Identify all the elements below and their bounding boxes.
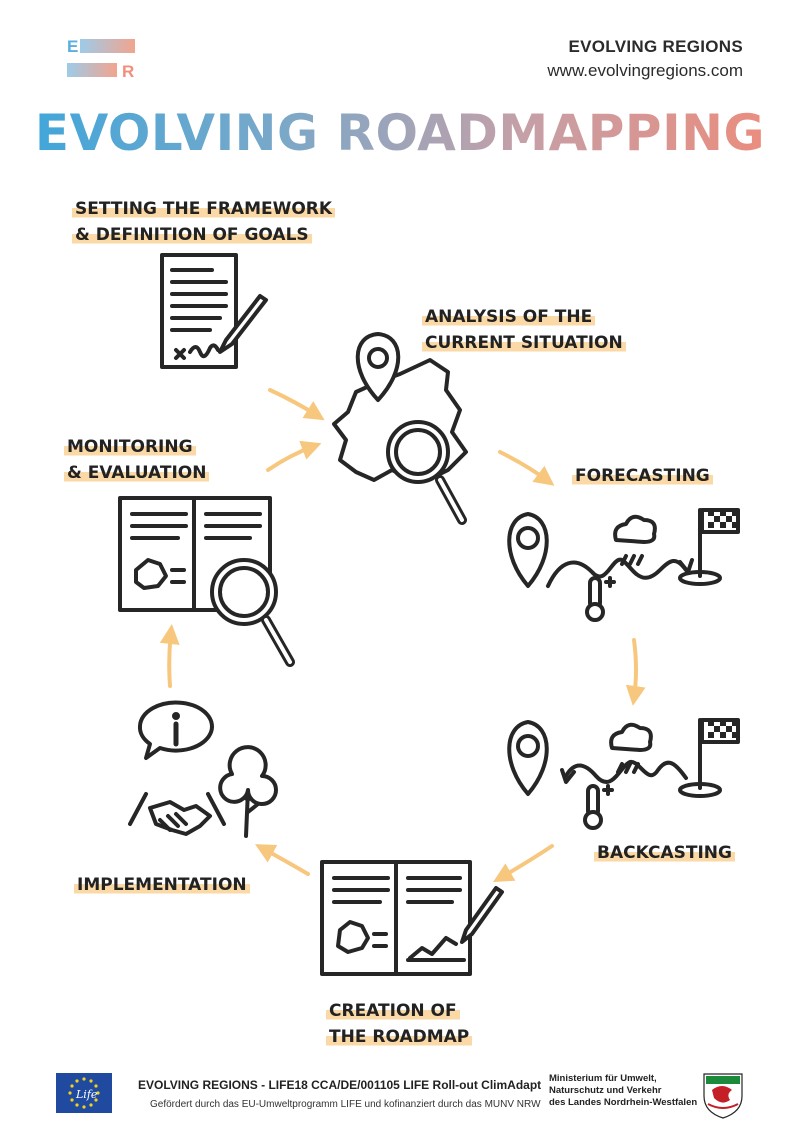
label-analysis-line2: CURRENT SITUATION [422, 333, 626, 353]
label-backcasting-line1: BACKCASTING [594, 843, 735, 863]
label-forecasting: FORECASTING [572, 463, 713, 489]
roadmap-book-icon [320, 860, 504, 976]
label-framework-line2: & DEFINITION OF GOALS [72, 225, 312, 245]
ministry-line1: Ministerium für Umwelt, [549, 1073, 657, 1084]
arrow-creation-to-implementation [254, 844, 310, 876]
brand-url[interactable]: www.evolvingregions.com [547, 61, 743, 80]
ministry-name: Ministerium für Umwelt, Naturschutz und … [549, 1073, 697, 1109]
brand-block: EVOLVING REGIONS www.evolvingregions.com [547, 37, 743, 81]
logo-letter-r: R [122, 62, 134, 80]
label-creation: CREATION OF THE ROADMAP [326, 998, 473, 1050]
implementation-icon [128, 700, 278, 838]
ministry-line3: des Landes Nordrhein-Westfalen [549, 1097, 698, 1108]
label-implementation-line1: IMPLEMENTATION [74, 875, 250, 895]
footer-funding: Gefördert durch das EU-Umweltprogramm LI… [150, 1099, 541, 1110]
footer-program: EVOLVING REGIONS - LIFE18 CCA/DE/001105 … [138, 1078, 542, 1092]
backcasting-icon [507, 718, 740, 830]
brand-name: EVOLVING REGIONS [568, 37, 743, 56]
label-monitoring-line2: & EVALUATION [64, 463, 210, 483]
nrw-coat-of-arms-icon [703, 1073, 743, 1119]
label-monitoring-line1: MONITORING [64, 437, 196, 457]
logo-letter-e: E [67, 37, 78, 56]
contract-icon [160, 253, 268, 369]
ministry-line2: Naturschutz und Verkehr [549, 1085, 662, 1096]
label-analysis-line1: ANALYSIS OF THE [422, 307, 596, 327]
label-monitoring: MONITORING & EVALUATION [64, 434, 210, 486]
label-backcasting: BACKCASTING [594, 840, 735, 866]
region-analysis-icon [332, 332, 468, 525]
label-creation-line1: CREATION OF [326, 1001, 460, 1021]
er-logo: E R [67, 37, 135, 80]
monitoring-book-icon [118, 496, 295, 667]
arrow-analysis-to-forecasting [498, 450, 555, 486]
label-forecasting-line1: FORECASTING [572, 466, 713, 486]
label-analysis: ANALYSIS OF THE CURRENT SITUATION [422, 304, 626, 356]
arrow-forecasting-to-backcasting [625, 638, 646, 706]
forecasting-icon [507, 508, 740, 622]
label-framework: SETTING THE FRAMEWORK & DEFINITION OF GO… [72, 196, 336, 248]
arrow-monitoring-to-analysis [266, 440, 322, 472]
cycle-arrows [159, 388, 646, 882]
eu-life-text: Life [75, 1088, 98, 1101]
label-implementation: IMPLEMENTATION [74, 872, 250, 898]
arrow-framework-to-analysis [268, 388, 325, 421]
eu-life-logo: Life [56, 1073, 112, 1113]
arrow-implementation-to-monitoring [159, 624, 180, 688]
arrow-backcasting-to-creation [493, 844, 554, 882]
label-creation-line2: THE ROADMAP [326, 1027, 473, 1047]
label-framework-line1: SETTING THE FRAMEWORK [72, 199, 336, 219]
page-title: EVOLVING ROADMAPPING [0, 104, 800, 162]
